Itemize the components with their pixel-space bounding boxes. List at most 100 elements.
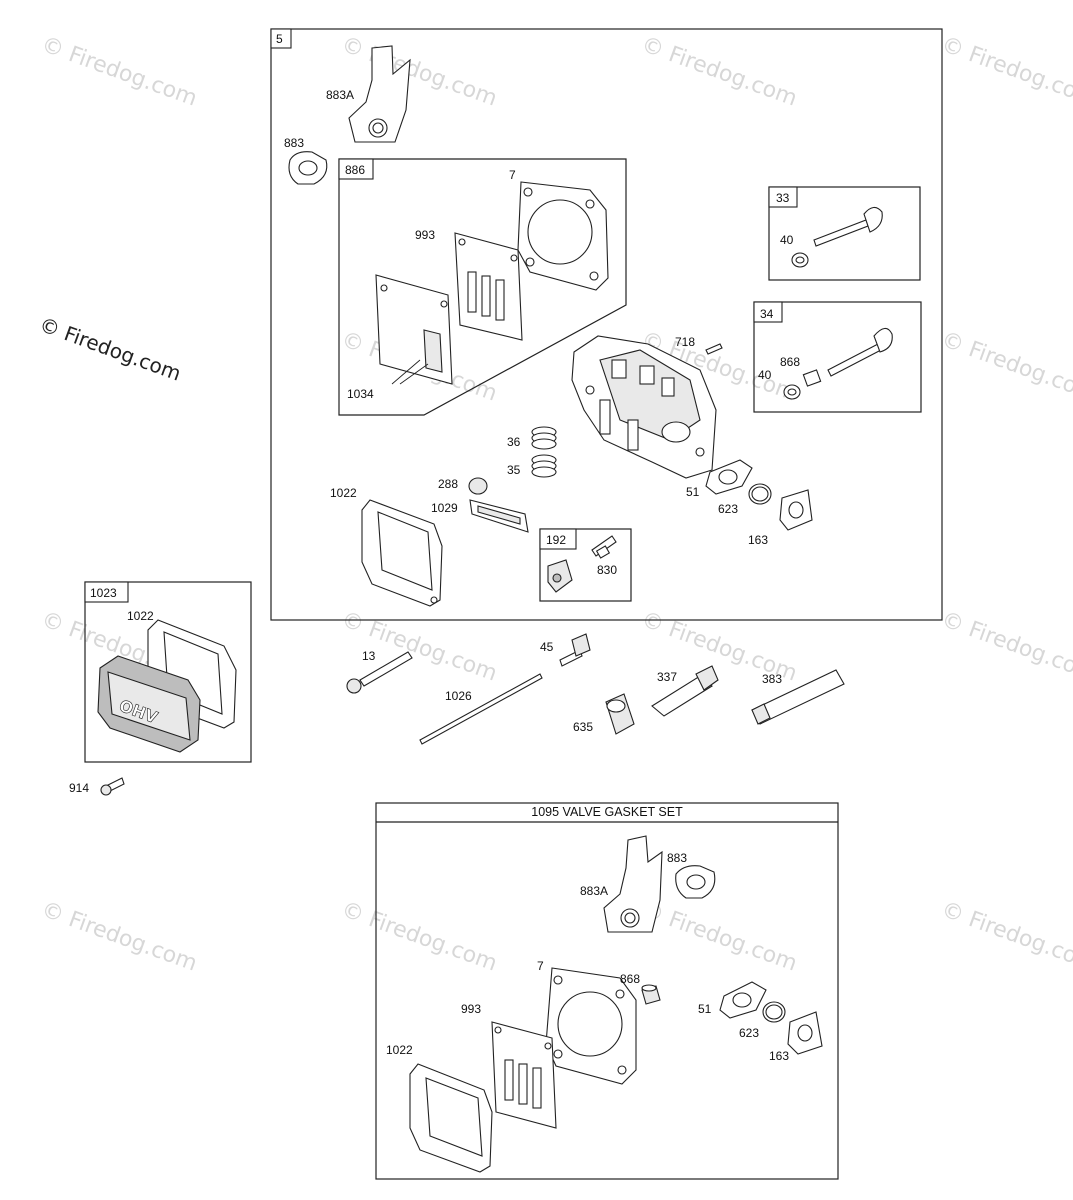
part-35-spring[interactable]	[531, 454, 557, 478]
part-192-breather[interactable]	[547, 559, 573, 593]
part-34-intake-valve[interactable]	[783, 327, 893, 400]
part-1029-guide[interactable]	[469, 499, 529, 533]
label-163: 163	[748, 533, 768, 547]
gasket-kit-frame	[338, 158, 627, 416]
label-36: 36	[507, 435, 521, 449]
label-383: 383	[762, 672, 782, 686]
watermark: © Firedog.com	[938, 32, 1073, 111]
label-830: 830	[597, 563, 617, 577]
watermark: © Firedog.com	[338, 32, 500, 111]
set-label-993: 993	[461, 1002, 481, 1016]
set-label-163: 163	[769, 1049, 789, 1063]
watermark: © Firedog.com	[338, 897, 500, 976]
exhaust-valve-kit-frame	[768, 186, 921, 281]
label-1026: 1026	[445, 689, 472, 703]
label-45: 45	[540, 640, 554, 654]
label-635: 635	[573, 720, 593, 734]
part-883A-bracket[interactable]	[348, 45, 411, 143]
watermark-layer: © Firedog.com © Firedog.com © Firedog.co…	[38, 32, 1073, 976]
cover-kit-tag-box	[84, 581, 129, 603]
part-337-spark-plug[interactable]	[651, 665, 719, 717]
part-1026-push-rod[interactable]	[419, 673, 543, 745]
watermark: © Firedog.com	[38, 897, 200, 976]
part-33-exhaust-valve[interactable]	[791, 206, 883, 268]
label-883: 883	[284, 136, 304, 150]
label-7: 7	[509, 168, 516, 182]
label-883A: 883A	[326, 88, 354, 102]
part-ohv-valve-cover[interactable]: OHV	[97, 655, 201, 753]
part-163-gasket[interactable]	[779, 489, 813, 531]
set-label-1022: 1022	[386, 1043, 413, 1057]
intake-valve-tag: 34	[760, 307, 774, 321]
part-635-boot[interactable]	[605, 693, 635, 735]
set-part-1022-cover-gasket[interactable]	[409, 1063, 493, 1173]
set-part-623-oring[interactable]	[762, 1001, 786, 1023]
label-337: 337	[657, 670, 677, 684]
watermark: © Firedog.com	[938, 897, 1073, 976]
label-35: 35	[507, 463, 521, 477]
label-51: 51	[686, 485, 700, 499]
intake-valve-kit-frame	[753, 301, 922, 413]
breather-tag: 192	[546, 533, 566, 547]
label-914: 914	[69, 781, 89, 795]
breather-kit-frame	[539, 528, 632, 602]
main-kit-tag: 5	[276, 32, 283, 46]
cover-kit-frame	[84, 581, 252, 763]
label-623: 623	[718, 502, 738, 516]
exhaust-valve-tag-box	[768, 186, 798, 208]
main-kit-frame	[270, 28, 943, 621]
part-36-spring[interactable]	[531, 426, 557, 450]
exhaust-valve-tag: 33	[776, 191, 790, 205]
label-1022: 1022	[330, 486, 357, 500]
set-part-883-gasket[interactable]	[675, 865, 716, 899]
part-cylinder-head[interactable]	[571, 335, 717, 479]
set-part-883A-bracket[interactable]	[603, 835, 663, 933]
part-383-tool[interactable]	[751, 669, 845, 725]
part-718-pin[interactable]	[705, 343, 723, 355]
part-288-plug[interactable]	[468, 477, 488, 495]
part-623-oring[interactable]	[748, 483, 772, 505]
part-45-stud[interactable]	[559, 633, 591, 667]
valve-gasket-set-title: 1095 VALVE GASKET SET	[531, 805, 683, 819]
leader-1034	[391, 359, 429, 385]
gasket-kit-tag: 886	[345, 163, 365, 177]
main-kit-tag-box	[270, 28, 292, 49]
part-1022-cover-gasket[interactable]	[361, 499, 443, 607]
watermark: © Firedog.com	[638, 897, 800, 976]
label-1029: 1029	[431, 501, 458, 515]
label-1022-cover-kit: 1022	[127, 609, 154, 623]
valve-gasket-set-frame	[375, 802, 839, 1180]
intake-valve-tag-box	[753, 301, 783, 323]
set-part-993-gasket[interactable]	[491, 1021, 557, 1129]
watermark: © Firedog.com	[938, 327, 1073, 406]
watermark: © Firedog.com	[38, 32, 200, 111]
set-label-51: 51	[698, 1002, 712, 1016]
set-label-868: 868	[620, 972, 640, 986]
watermark: © Firedog.com	[338, 607, 500, 686]
part-993-gasket[interactable]	[454, 232, 523, 341]
set-label-883: 883	[667, 851, 687, 865]
cover-kit-tag: 1023	[90, 586, 117, 600]
label-718: 718	[675, 335, 695, 349]
set-label-7: 7	[537, 959, 544, 973]
set-part-51-gasket[interactable]	[719, 981, 767, 1019]
set-part-163-gasket[interactable]	[787, 1011, 823, 1055]
set-label-883A: 883A	[580, 884, 608, 898]
label-13: 13	[362, 649, 376, 663]
part-7-head-gasket[interactable]	[517, 181, 609, 291]
breather-tag-box	[539, 528, 577, 550]
label-40-exhaust: 40	[780, 233, 794, 247]
gasket-kit-tag-box	[338, 158, 374, 180]
part-51-gasket[interactable]	[705, 459, 753, 495]
label-1034: 1034	[347, 387, 374, 401]
part-883-gasket[interactable]	[288, 151, 328, 185]
part-914-screw[interactable]	[100, 777, 125, 796]
watermark: © Firedog.com	[638, 32, 800, 111]
label-288: 288	[438, 477, 458, 491]
part-1034-plate[interactable]	[375, 274, 453, 385]
part-830-fitting[interactable]	[591, 535, 617, 559]
part-13-bolt[interactable]	[346, 651, 413, 694]
label-993: 993	[415, 228, 435, 242]
set-part-868-seal[interactable]	[641, 984, 661, 1005]
